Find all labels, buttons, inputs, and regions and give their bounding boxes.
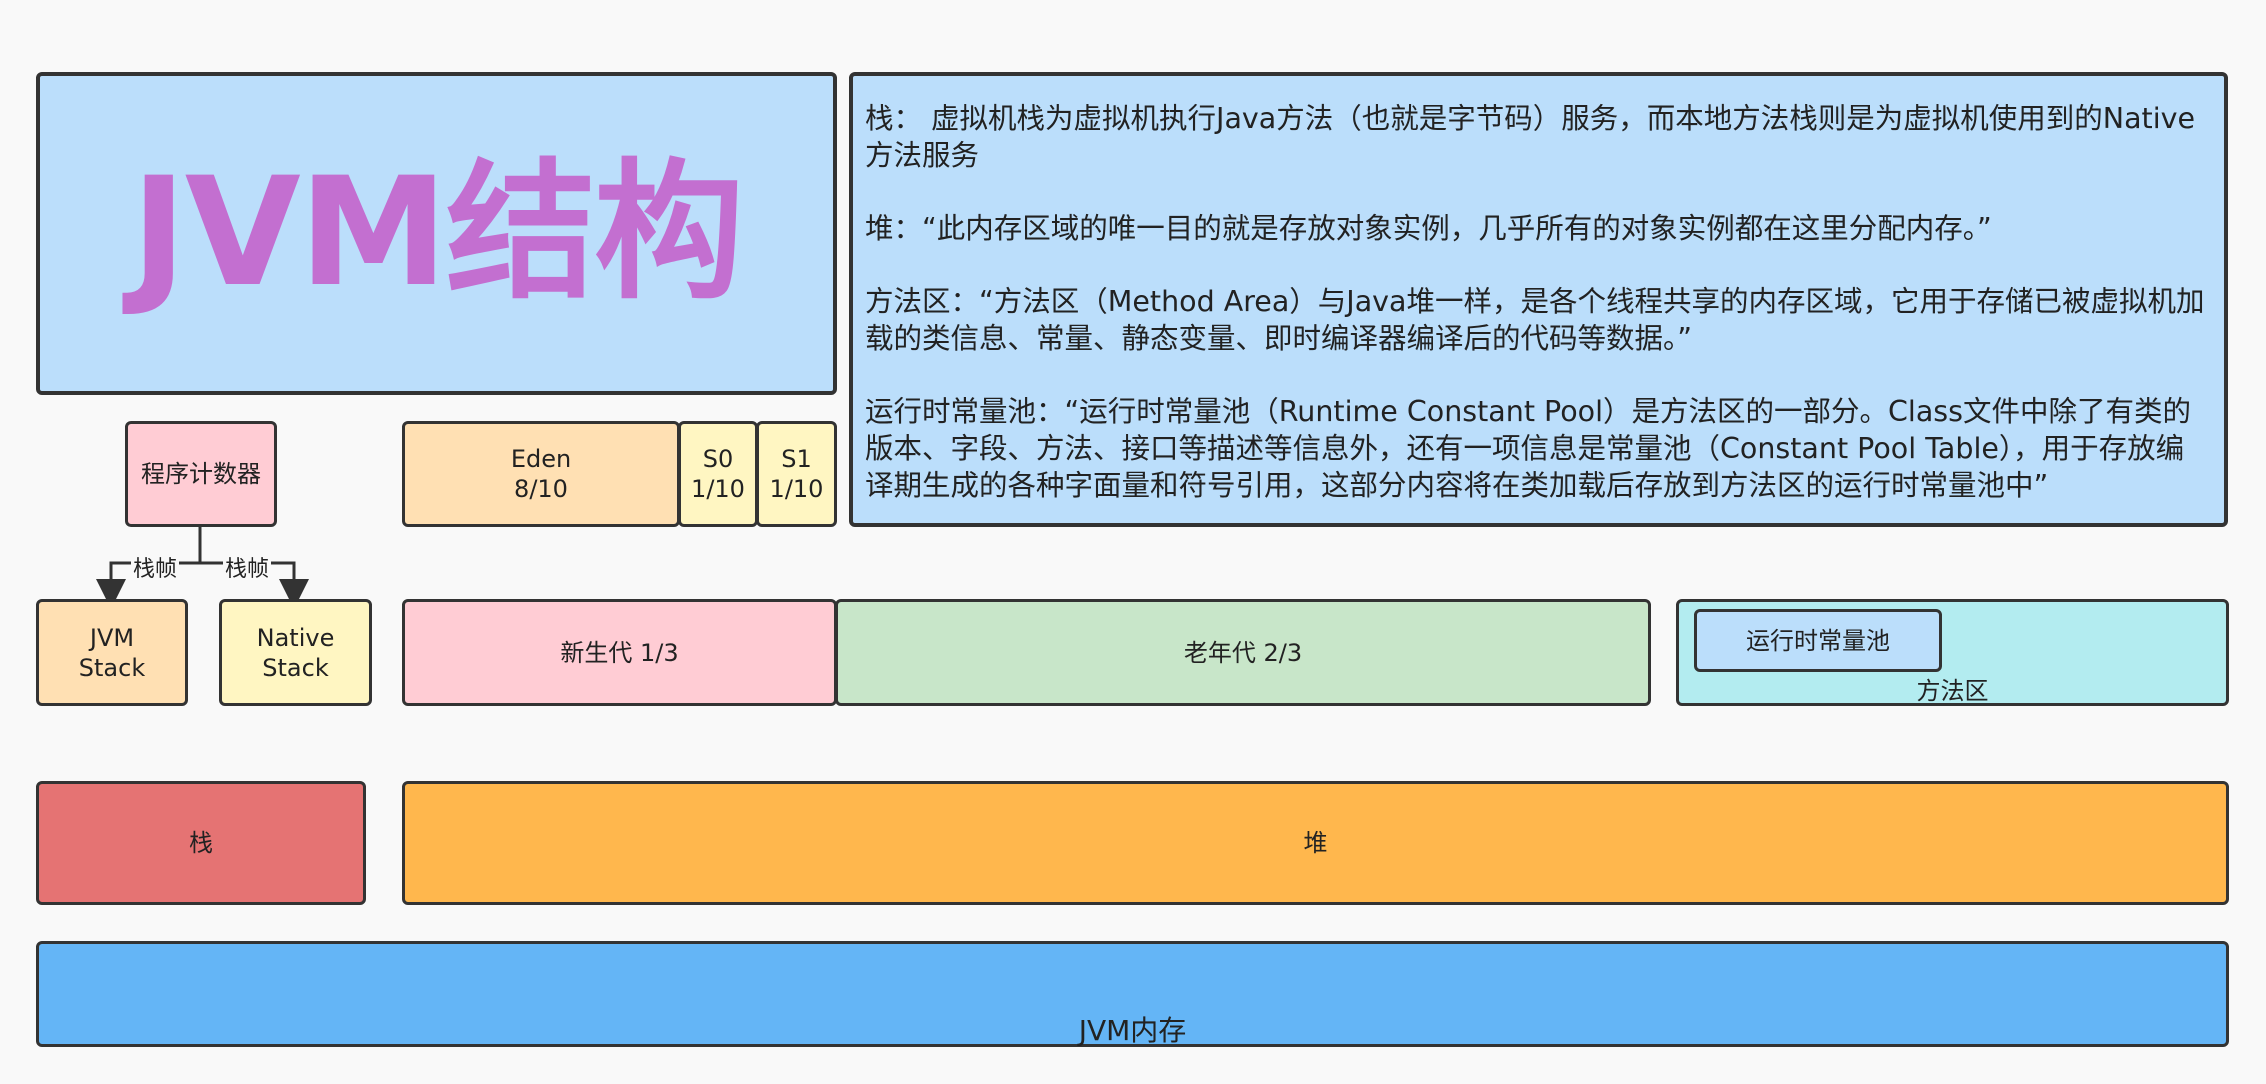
s1-label: S1 1/10 bbox=[769, 445, 824, 503]
jvm-memory-bar: JVM内存 bbox=[36, 941, 2229, 1047]
native-stack-box: Native Stack bbox=[219, 599, 372, 706]
s0-box: S0 1/10 bbox=[678, 421, 758, 527]
old-generation-label: 老年代 2/3 bbox=[1183, 638, 1303, 667]
desc-heap: 堆：“此内存区域的唯一目的就是存放对象实例，几乎所有的对象实例都在这里分配内存。… bbox=[865, 212, 1992, 245]
s0-label: S0 1/10 bbox=[691, 445, 745, 503]
program-counter-box: 程序计数器 bbox=[125, 421, 277, 527]
native-stack-label: Native Stack bbox=[256, 623, 335, 682]
desc-runtime-pool: 运行时常量池：“运行时常量池（Runtime Constant Pool）是方法… bbox=[865, 395, 2191, 502]
jvm-stack-label: JVM Stack bbox=[78, 623, 146, 682]
runtime-constant-pool-label: 运行时常量池 bbox=[1746, 626, 1890, 655]
description-box: 栈： 虚拟机栈为虚拟机执行Java方法（也就是字节码）服务，而本地方法栈则是为虚… bbox=[849, 72, 2228, 527]
jvm-memory-label: JVM内存 bbox=[1078, 1014, 1187, 1047]
heap-bar: 堆 bbox=[402, 781, 2229, 905]
method-area-box: 运行时常量池 方法区 bbox=[1676, 599, 2229, 706]
jvm-stack-box: JVM Stack bbox=[36, 599, 188, 706]
stack-bar: 栈 bbox=[36, 781, 366, 905]
runtime-constant-pool-box: 运行时常量池 bbox=[1694, 609, 1942, 672]
stack-bar-label: 栈 bbox=[189, 829, 213, 857]
method-area-label: 方法区 bbox=[1916, 677, 1989, 705]
frame-label-left: 栈帧 bbox=[131, 551, 180, 583]
young-generation-box: 新生代 1/3 bbox=[402, 599, 837, 706]
heap-bar-label: 堆 bbox=[1303, 829, 1328, 857]
s1-box: S1 1/10 bbox=[756, 421, 837, 527]
program-counter-label: 程序计数器 bbox=[141, 460, 261, 488]
title-box: JVM结构 bbox=[36, 72, 837, 395]
eden-box: Eden 8/10 bbox=[402, 421, 680, 527]
desc-method-area: 方法区：“方法区（Method Area）与Java堆一样，是各个线程共享的内存… bbox=[865, 285, 2205, 355]
eden-label: Eden 8/10 bbox=[510, 445, 572, 503]
frame-label-right: 栈帧 bbox=[223, 551, 272, 583]
desc-stack: 栈： 虚拟机栈为虚拟机执行Java方法（也就是字节码）服务，而本地方法栈则是为虚… bbox=[865, 102, 2196, 172]
diagram-title: JVM结构 bbox=[130, 145, 744, 320]
young-generation-label: 新生代 1/3 bbox=[560, 638, 679, 667]
old-generation-box: 老年代 2/3 bbox=[835, 599, 1651, 706]
